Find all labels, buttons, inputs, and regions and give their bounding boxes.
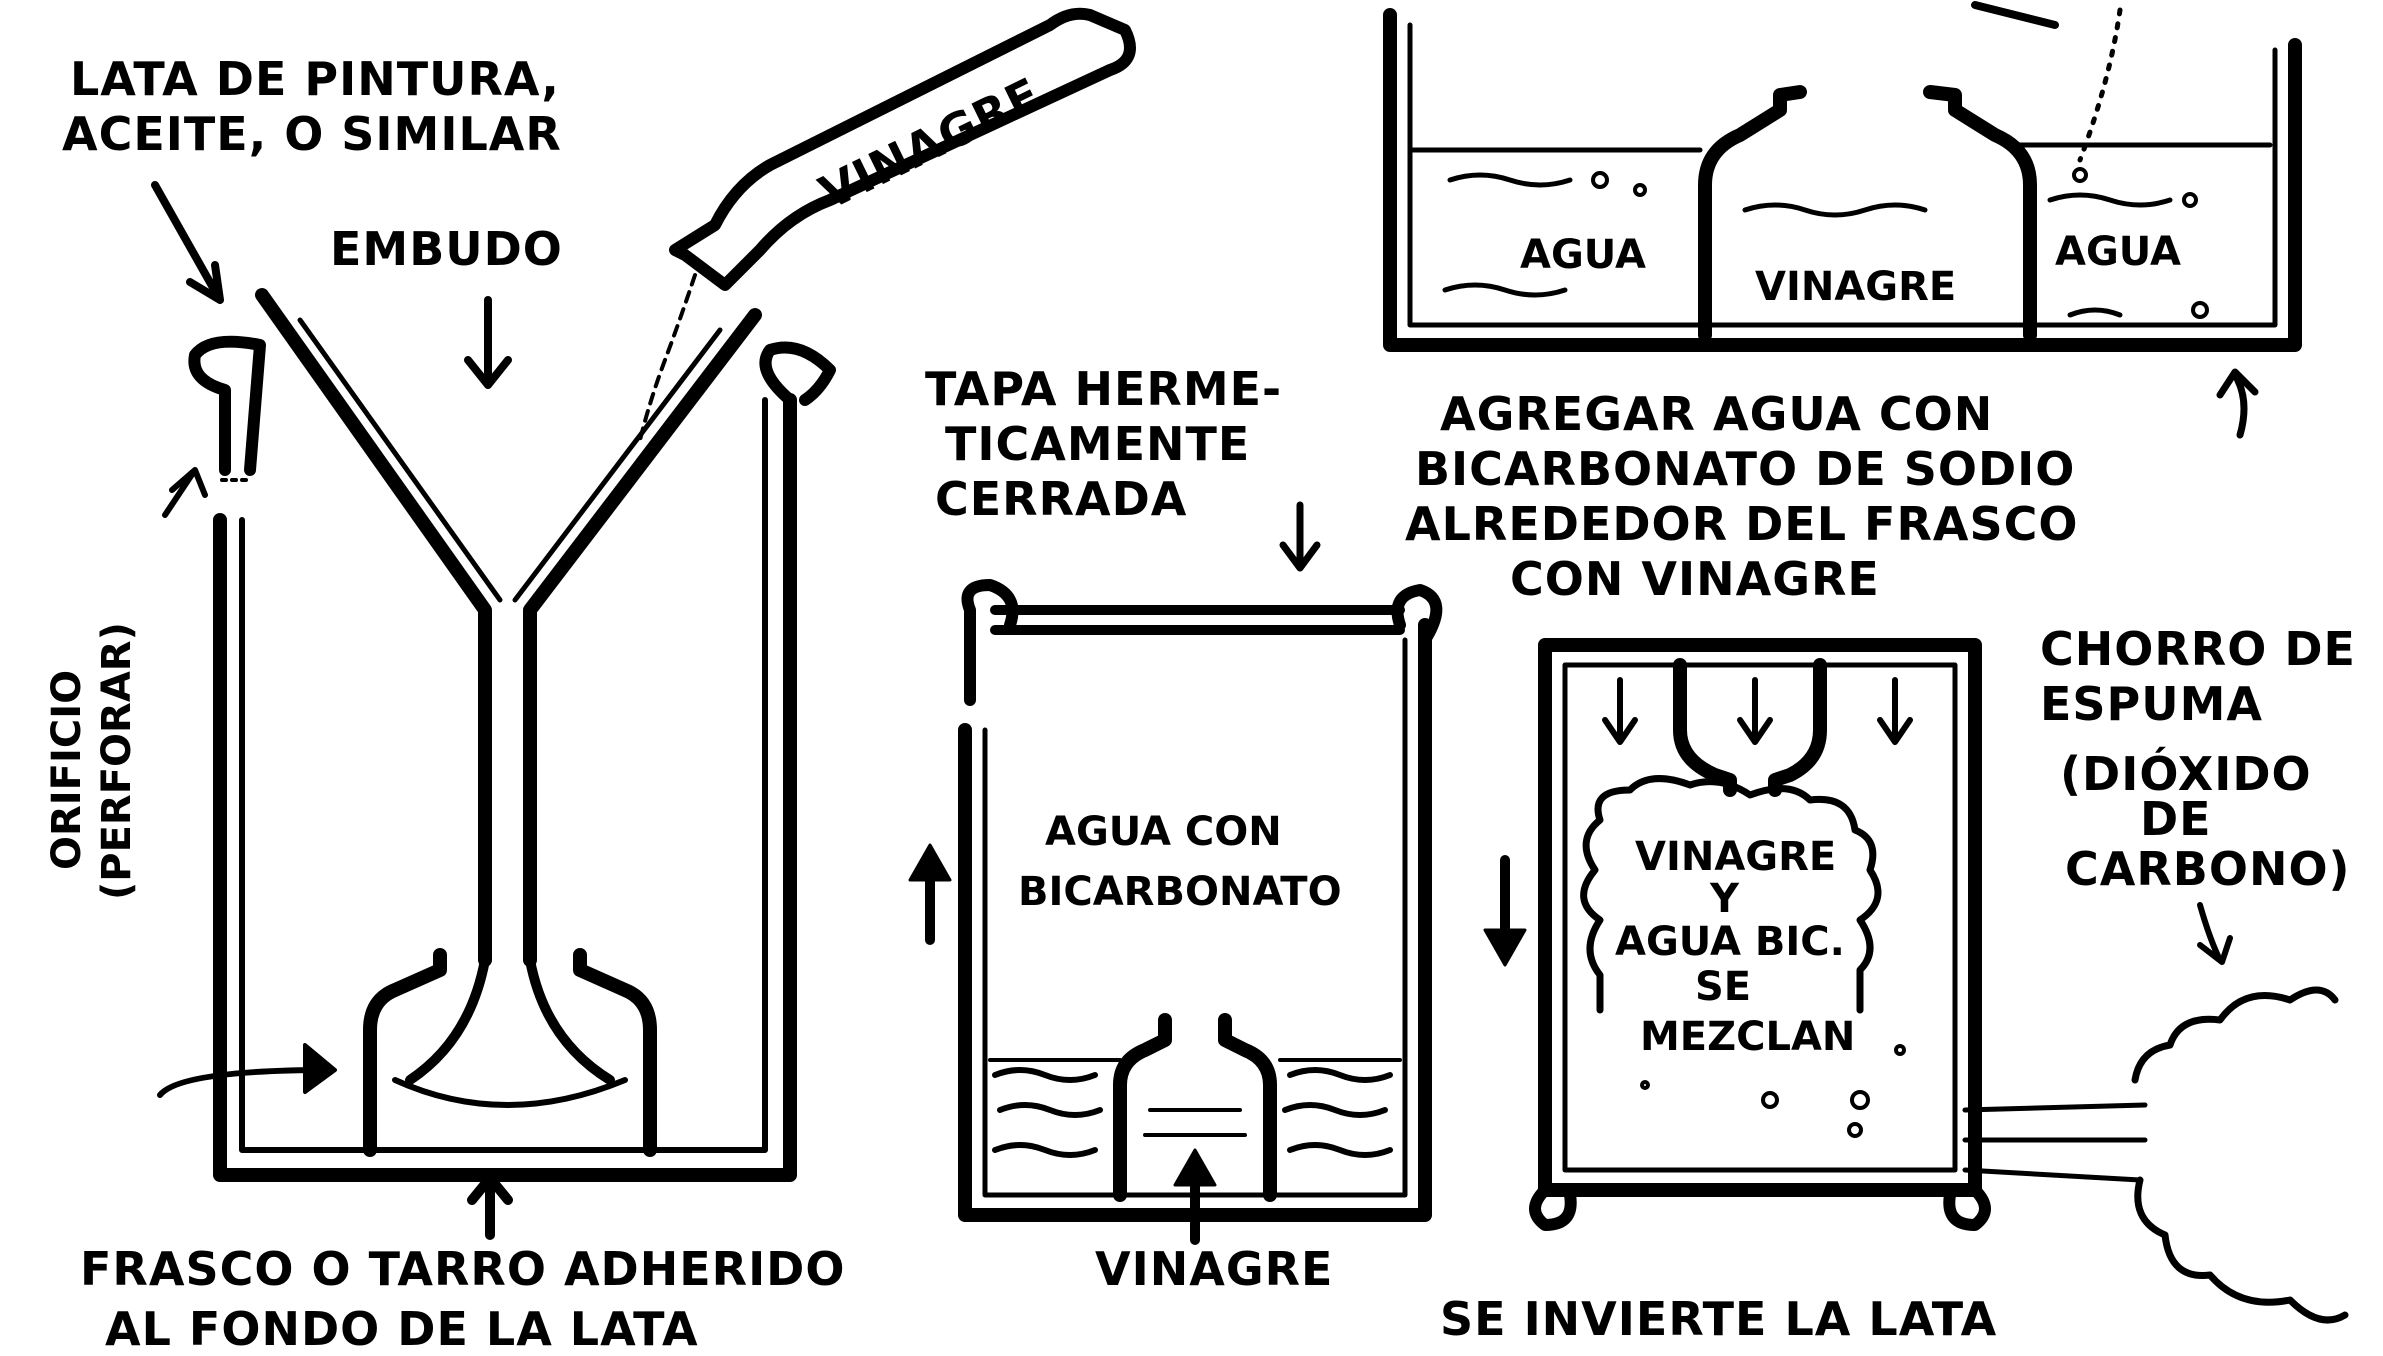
arrow-side-up-head: [908, 843, 952, 882]
label-mezcla-line4: SE: [1695, 964, 1751, 1010]
label-chorro-line5: CARBONO): [2065, 842, 2351, 896]
label-vinagre-bottom: VINAGRE: [1095, 1242, 1333, 1296]
vinegar-bottle: [669, 7, 1136, 291]
arrow-up-bottom: [467, 1173, 513, 1240]
sealed-can-wall: [958, 618, 1432, 1222]
label-lata-line2: ACEITE, O SIMILAR: [62, 107, 562, 161]
label-chorro-line3: (DIÓXIDO: [2060, 747, 2312, 801]
foam-cloud: [2131, 986, 2349, 1324]
inverted-rim-left: [1529, 1184, 1577, 1231]
label-orificio-line2: (PERFORAR): [94, 622, 140, 900]
label-mezcla-line2: Y: [1709, 876, 1740, 922]
label-agua-right: AGUA: [2055, 229, 2181, 275]
can-right-rim: [759, 341, 836, 406]
foam-jet: [1962, 1102, 2148, 1183]
panel-water-container: [1383, 1, 2302, 439]
can-left-wall: [213, 393, 797, 1182]
arrow-chorro: [2197, 902, 2233, 965]
panel-sealed-can: [908, 501, 1443, 1245]
label-invierte: SE INVIERTE LA LATA: [1440, 1292, 1997, 1346]
container-waves: [1442, 172, 2173, 318]
label-agregar-line2: BICARBONATO DE SODIO: [1415, 442, 2075, 496]
label-frasco-line1: FRASCO O TARRO ADHERIDO: [80, 1242, 845, 1296]
arrow-frasco-jar: [157, 1067, 333, 1098]
inverted-rim-right: [1943, 1184, 1991, 1231]
funnel-inner: [297, 317, 723, 603]
label-chorro-line2: ESPUMA: [2040, 677, 2263, 731]
arrow-agregar: [2216, 368, 2259, 439]
arrow-vinagre-up-head: [1173, 1148, 1217, 1187]
sealed-jar-liquid: [1143, 1108, 1247, 1137]
container-inner: [1407, 22, 2278, 328]
label-orificio-line1: ORIFICIO: [44, 670, 90, 870]
container-wall: [1383, 8, 2302, 352]
panel-4-labels: VINAGRE Y AGUA BIC. SE MEZCLAN CHORRO DE…: [1440, 622, 2356, 1346]
container-bubbles: [1591, 167, 2209, 319]
label-lata-line1: LATA DE PINTURA,: [70, 52, 560, 106]
label-chorro-line4: DE: [2140, 792, 2212, 846]
funnel: [255, 288, 762, 967]
inverted-arrows: [1602, 677, 1913, 745]
label-mezcla-line1: VINAGRE: [1635, 834, 1836, 880]
panel-inverted-can: [1483, 638, 2349, 1324]
panel-3-labels: AGUA VINAGRE AGUA AGREGAR AGUA CON BICAR…: [1405, 229, 2181, 606]
sealed-water-waves: [988, 1058, 1402, 1158]
label-embudo: EMBUDO: [330, 222, 563, 276]
container-jar: [1698, 85, 2037, 342]
can-left-rim: [188, 335, 266, 476]
inner-jar: [363, 948, 657, 1157]
label-agregar-line4: CON VINAGRE: [1510, 552, 1880, 606]
sealed-rim-left: [961, 579, 1019, 706]
container-water-line: [1409, 142, 2273, 153]
label-mezcla-line3: AGUA BIC.: [1615, 919, 1845, 965]
label-tapa-line2: TICAMENTE: [945, 417, 1250, 471]
inverted-jar: [1673, 658, 1827, 797]
jar-funnel-spout: [405, 955, 615, 1085]
arrow-orificio: [162, 467, 208, 518]
label-tapa-line3: CERRADA: [935, 472, 1187, 526]
arrow-lata: [151, 181, 224, 304]
label-mezcla-line5: MEZCLAN: [1640, 1014, 1855, 1060]
foam-bubbles: [1640, 1044, 1906, 1138]
pour-stream: [638, 273, 697, 442]
label-agua-left: AGUA: [1520, 232, 1646, 278]
sealed-lid: [990, 605, 1405, 635]
label-tapa-line1: TAPA HERME-: [925, 362, 1282, 416]
label-agregar-line1: AGREGAR AGUA CON: [1440, 387, 1993, 441]
jar-bottom-curve: [392, 1077, 628, 1108]
panel-2-labels: TAPA HERME- TICAMENTE CERRADA AGUA CON B…: [925, 362, 1342, 1296]
label-chorro-line1: CHORRO DE: [2040, 622, 2356, 676]
can-inner-wall: [239, 397, 768, 1153]
sealed-inner-jar: [1113, 1013, 1277, 1202]
mixing-foam: [1580, 775, 1882, 1014]
arrow-tapa: [1279, 501, 1321, 572]
label-agregar-line3: ALREDEDOR DEL FRASCO: [1405, 497, 2078, 551]
arrow-embudo: [464, 296, 512, 389]
container-pour: [2077, 7, 2123, 163]
label-agua-bic-line2: BICARBONATO: [1018, 869, 1342, 915]
label-agua-bic-line1: AGUA CON: [1045, 809, 1282, 855]
arrow-top: [1971, 1, 2059, 29]
panel-can-with-funnel: [151, 7, 1136, 1240]
label-frasco-line2: AL FONDO DE LA LATA: [105, 1302, 699, 1356]
sealed-rim-right: [1391, 584, 1443, 646]
arrow-side-down-head: [1483, 928, 1527, 967]
label-vinagre-jar: VINAGRE: [1755, 264, 1956, 310]
arrow-frasco-jar-head: [303, 1043, 337, 1094]
